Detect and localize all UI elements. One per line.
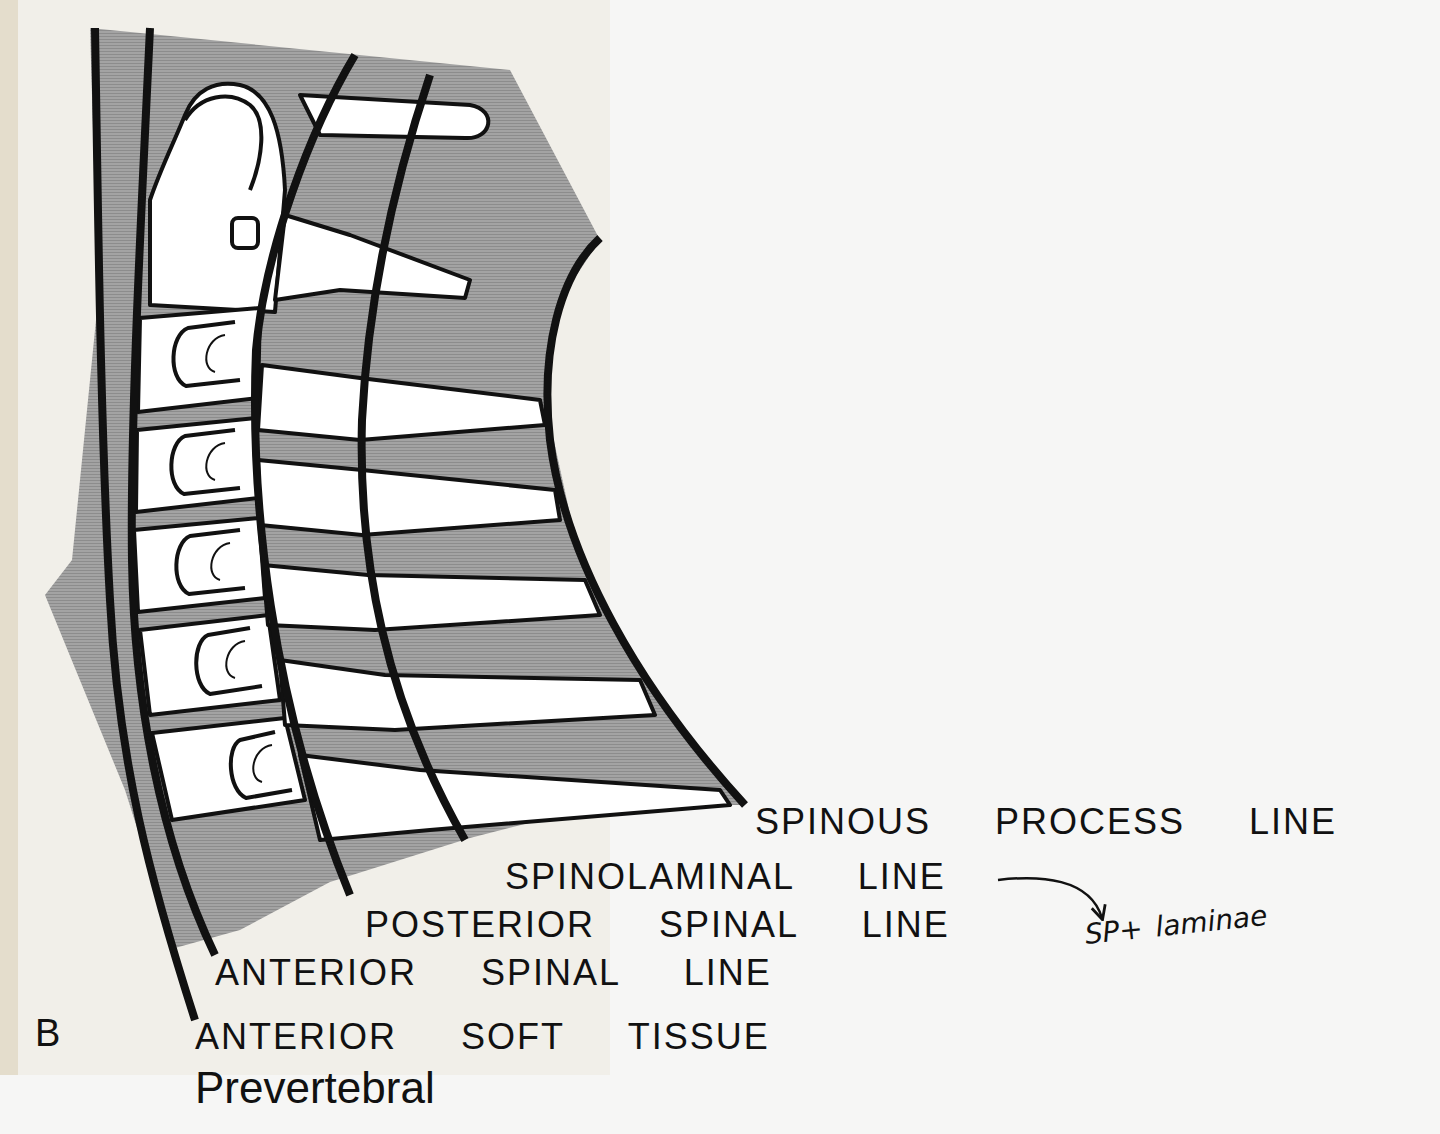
pillar [173, 322, 240, 386]
c6-lamina [280, 660, 655, 730]
line-label: ANTERIOR SPINAL LINE [215, 953, 772, 993]
pillar-inner [206, 443, 225, 480]
handwritten-label: Prevertebral [195, 1064, 435, 1112]
c3-lamina [258, 365, 545, 440]
anterior-spinal-line [132, 28, 215, 955]
soft-tissue-shading [45, 28, 745, 948]
pillar-inner [206, 335, 225, 372]
pillar [176, 530, 245, 594]
c4-body [136, 418, 258, 512]
c7-body [152, 718, 305, 820]
line-label: POSTERIOR SPINAL LINE [365, 905, 950, 945]
line-label: ANTERIOR SOFT TISSUE [195, 1017, 770, 1057]
c4-lamina [258, 460, 560, 535]
c6-body [140, 615, 280, 715]
vertebrae [134, 84, 730, 840]
spinolaminal-line [362, 75, 465, 840]
page-edge [0, 0, 18, 1075]
spinous-process-line [547, 238, 745, 805]
pillar-inner [211, 543, 230, 580]
panel-letter: B [35, 1013, 60, 1055]
line-label: SPINOLAMINAL LINE [505, 857, 946, 897]
pillar-inner [226, 641, 245, 678]
line-label: SPINOUS PROCESS LINE [755, 802, 1337, 842]
posterior-spinal-line [255, 55, 355, 895]
c3-body [138, 308, 260, 412]
axis-foramen [232, 218, 258, 248]
c7-lamina [300, 755, 730, 840]
c5-lamina [263, 565, 600, 630]
articular-pillars [171, 322, 292, 798]
pillar [196, 628, 262, 694]
handwritten-note: SP+ laminae [1083, 901, 1268, 951]
leader-arrow [998, 878, 1102, 918]
pillar [171, 430, 240, 494]
dens-outline [185, 97, 261, 190]
pillar [231, 732, 292, 798]
c5-body [134, 518, 265, 612]
pillar-inner [253, 745, 272, 782]
